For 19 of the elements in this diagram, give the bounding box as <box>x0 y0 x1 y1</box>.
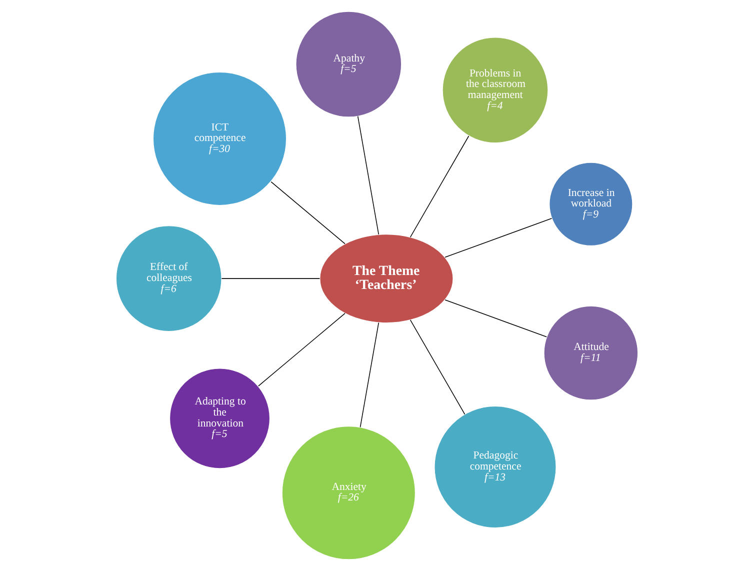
node-circle: Apathy f=5 <box>295 11 402 118</box>
connector <box>359 322 379 428</box>
node-circle: Increase in workload f=9 <box>548 162 632 246</box>
node-circle: Problems in the classroom management f=4 <box>442 36 548 144</box>
node-circle: ICT competence f=30 <box>152 72 286 206</box>
connector <box>409 136 469 238</box>
node-circle: Pedagogic competence f=13 <box>434 406 556 528</box>
connector <box>409 320 465 415</box>
node-circle: Adapting to the innovation f=5 <box>168 368 270 469</box>
node-ellipse: The Theme ‘Teachers’ <box>318 234 453 324</box>
connector <box>444 218 552 258</box>
connector <box>258 312 345 386</box>
connector <box>444 300 547 338</box>
connector <box>356 116 379 235</box>
connector <box>270 181 345 244</box>
connector <box>220 278 320 279</box>
node-circle: Attitude f=11 <box>543 306 638 400</box>
node-circle: Effect of colleagues f=6 <box>115 225 222 332</box>
node-circle: Anxiety f=26 <box>281 426 416 560</box>
